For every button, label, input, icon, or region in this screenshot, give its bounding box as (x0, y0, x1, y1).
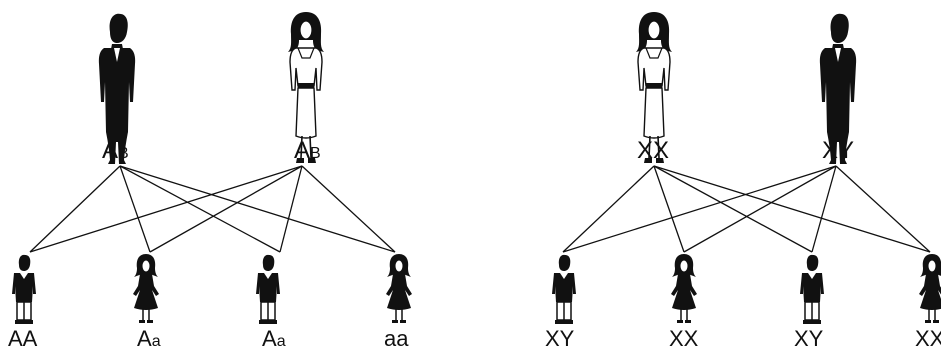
right-child-3-genotype: XY (794, 326, 824, 351)
left-line-p1-c4 (119, 165, 396, 253)
left-line-p1-c2 (119, 165, 151, 253)
right-line-p1-c3 (653, 165, 813, 253)
left-line-p2-c2 (149, 165, 303, 253)
left-cross-lines (29, 165, 396, 253)
left-child-3-genotype: Aa (262, 326, 286, 351)
right-diagram: XX XY XY XX XY XX (545, 11, 941, 351)
right-line-p1-c4 (653, 165, 931, 253)
boy-figure (255, 254, 281, 325)
right-line-p2-c4 (835, 165, 931, 253)
left-line-p1-c3 (119, 165, 281, 253)
left-child-2-genotype: Aa (137, 326, 161, 351)
right-child-1-genotype: XY (545, 326, 575, 351)
left-line-p1-c1 (29, 165, 121, 253)
left-parent-1-genotype: AB (102, 137, 129, 164)
right-child-2-genotype: XX (669, 326, 699, 351)
left-line-p2-c4 (301, 165, 396, 253)
left-child-4-genotype: aa (384, 326, 409, 351)
boy-figure (799, 254, 825, 325)
left-child-1-genotype: AA (8, 326, 38, 351)
right-cross-lines (562, 165, 931, 253)
right-parent-2-genotype: XY (822, 137, 854, 164)
girl-figure (918, 253, 941, 324)
right-line-p1-c1 (562, 165, 655, 253)
right-line-p2-c3 (811, 165, 837, 253)
girl-figure (670, 253, 698, 324)
left-line-p2-c1 (29, 165, 303, 253)
right-line-p2-c2 (683, 165, 837, 253)
right-line-p2-c1 (562, 165, 837, 253)
boy-figure (11, 254, 37, 325)
left-parent-2-genotype: AB (294, 137, 321, 164)
boy-figure (551, 254, 577, 325)
girl-figure (385, 253, 413, 324)
left-diagram: AB AB AA Aa Aa aa (8, 11, 413, 351)
right-parent-1-genotype: XX (637, 137, 669, 164)
right-line-p1-c2 (653, 165, 685, 253)
girl-figure (132, 253, 160, 324)
left-line-p2-c3 (279, 165, 303, 253)
right-child-4-genotype: XX (915, 326, 941, 351)
